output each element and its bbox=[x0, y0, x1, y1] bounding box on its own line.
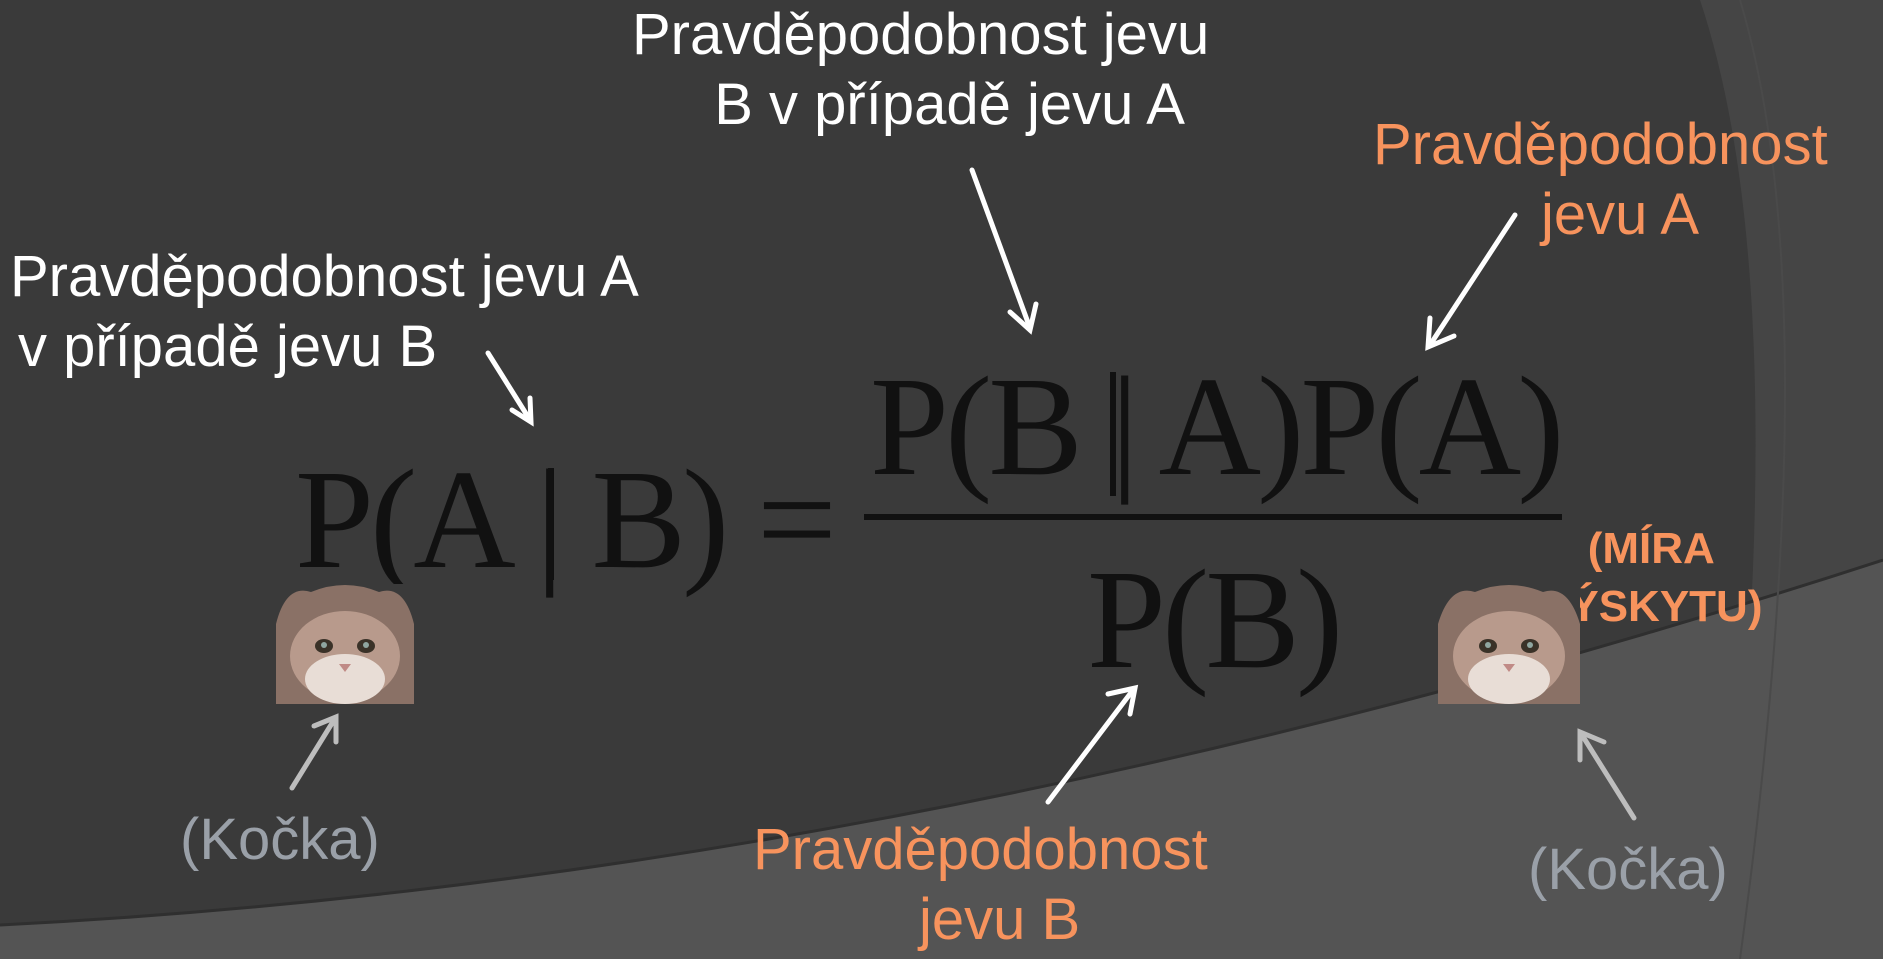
arrow-cat-right bbox=[1579, 732, 1637, 821]
cat-caption-right: (Kočka) bbox=[1528, 837, 1728, 902]
right-label-line-2: jevu A bbox=[1541, 182, 1699, 247]
formula-denominator: P(B) bbox=[1087, 540, 1343, 698]
arrow-right-top-head bbox=[1425, 315, 1457, 351]
fraction-bar bbox=[864, 514, 1562, 520]
arrow-top-head bbox=[1007, 301, 1039, 335]
formula-lhs: P(A | B) = bbox=[295, 440, 837, 598]
frequency-note-line-1: (MÍRA bbox=[1587, 524, 1715, 573]
top-label: Pravděpodobnost jevu B v případě jevu A bbox=[632, 0, 1209, 140]
formula-numerator: P(B | A)P(A) bbox=[870, 347, 1564, 505]
right-label: Pravděpodobnost jevu A bbox=[1373, 110, 1828, 250]
bottom-label: Pravděpodobnost jevu B bbox=[753, 815, 1208, 955]
arrow-cat-right-head bbox=[1577, 728, 1607, 763]
arrow-cat-left-head bbox=[311, 713, 339, 745]
arrow-right-top bbox=[1427, 212, 1518, 348]
arrow-left bbox=[485, 350, 533, 423]
cat-caption-left: (Kočka) bbox=[180, 807, 380, 872]
bottom-label-line-1: Pravděpodobnost bbox=[753, 817, 1208, 882]
conditional-bar-numerator bbox=[1110, 372, 1116, 496]
top-label-line-1: Pravděpodobnost jevu bbox=[632, 2, 1210, 67]
arrow-bottom bbox=[1045, 687, 1136, 805]
left-label: Pravděpodobnost jevu A v případě jevu B bbox=[10, 242, 639, 382]
arrow-left-head bbox=[509, 395, 534, 427]
arrow-cat-left bbox=[289, 717, 337, 791]
conditional-bar-lhs bbox=[548, 468, 554, 580]
cat-image-right bbox=[1438, 584, 1580, 704]
arrow-bottom-head bbox=[1105, 684, 1139, 717]
right-label-line-1: Pravděpodobnost bbox=[1373, 112, 1828, 177]
left-label-line-1: Pravděpodobnost jevu A bbox=[10, 244, 639, 309]
bottom-label-line-2: jevu B bbox=[919, 887, 1081, 952]
left-label-line-2: v případě jevu B bbox=[18, 314, 438, 379]
cat-image-left bbox=[276, 584, 414, 704]
top-label-line-2: B v případě jevu A bbox=[714, 72, 1185, 137]
arrow-top bbox=[969, 167, 1033, 331]
